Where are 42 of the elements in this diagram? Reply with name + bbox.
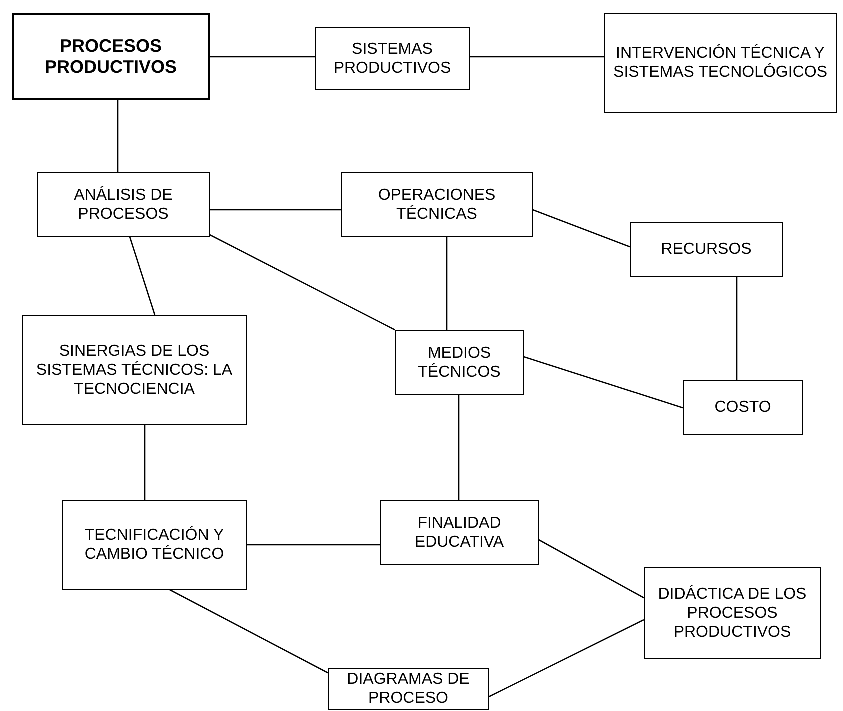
connector-line bbox=[446, 237, 448, 330]
connector-line bbox=[532, 209, 630, 248]
concept-box bbox=[315, 27, 470, 90]
concept-label: INTERVENCIÓN TÉCNICA Y SISTEMAS TECNOLÓGICOS bbox=[612, 44, 828, 82]
concept-label: SISTEMAS PRODUCTIVOS bbox=[332, 40, 452, 78]
concept-label: TECNIFICACIÓN Y CAMBIO TÉCNICO bbox=[84, 526, 226, 564]
concept-box bbox=[604, 13, 837, 113]
connector-line bbox=[488, 619, 644, 698]
concept-label: DIDÁCTICA DE LOS PROCESOS PRODUCTIVOS bbox=[657, 584, 808, 642]
connector-line bbox=[144, 425, 146, 500]
connector-line bbox=[210, 56, 315, 58]
concept-box bbox=[341, 172, 533, 237]
concept-label: RECURSOS bbox=[661, 240, 752, 259]
concept-label: FINALIDAD EDUCATIVA bbox=[414, 514, 506, 552]
connector-line bbox=[117, 100, 119, 172]
connector-line bbox=[170, 589, 328, 674]
connector-line bbox=[538, 539, 644, 599]
concept-box bbox=[328, 668, 489, 710]
connector-line bbox=[129, 236, 156, 316]
concept-label: MEDIOS TÉCNICOS bbox=[417, 344, 502, 382]
concept-label: ANÁLISIS DE PROCESOS bbox=[73, 186, 174, 224]
concept-box bbox=[37, 172, 210, 237]
connector-line bbox=[736, 277, 738, 380]
concept-label: PROCESOS PRODUCTIVOS bbox=[44, 36, 178, 78]
concept-box bbox=[630, 222, 783, 277]
concept-box bbox=[683, 380, 803, 435]
concept-box bbox=[22, 315, 247, 425]
concept-box bbox=[395, 330, 524, 395]
concept-label: SINERGIAS DE LOS SISTEMAS TÉCNICOS: LA TECNOCIENCIA bbox=[35, 342, 234, 398]
connector-line bbox=[458, 395, 460, 500]
concept-box bbox=[380, 500, 539, 565]
concept-box bbox=[644, 567, 821, 659]
connector-line bbox=[470, 56, 604, 58]
concept-label: COSTO bbox=[714, 398, 772, 417]
concept-label: OPERACIONES TÉCNICAS bbox=[377, 186, 497, 224]
connector-line bbox=[524, 356, 684, 409]
concept-label: DIAGRAMAS DE PROCESO bbox=[346, 670, 471, 708]
concept-box bbox=[12, 13, 210, 100]
connector-line bbox=[210, 209, 341, 211]
connector-line bbox=[247, 544, 380, 546]
concept-box bbox=[62, 500, 247, 590]
connector-line bbox=[210, 234, 396, 331]
